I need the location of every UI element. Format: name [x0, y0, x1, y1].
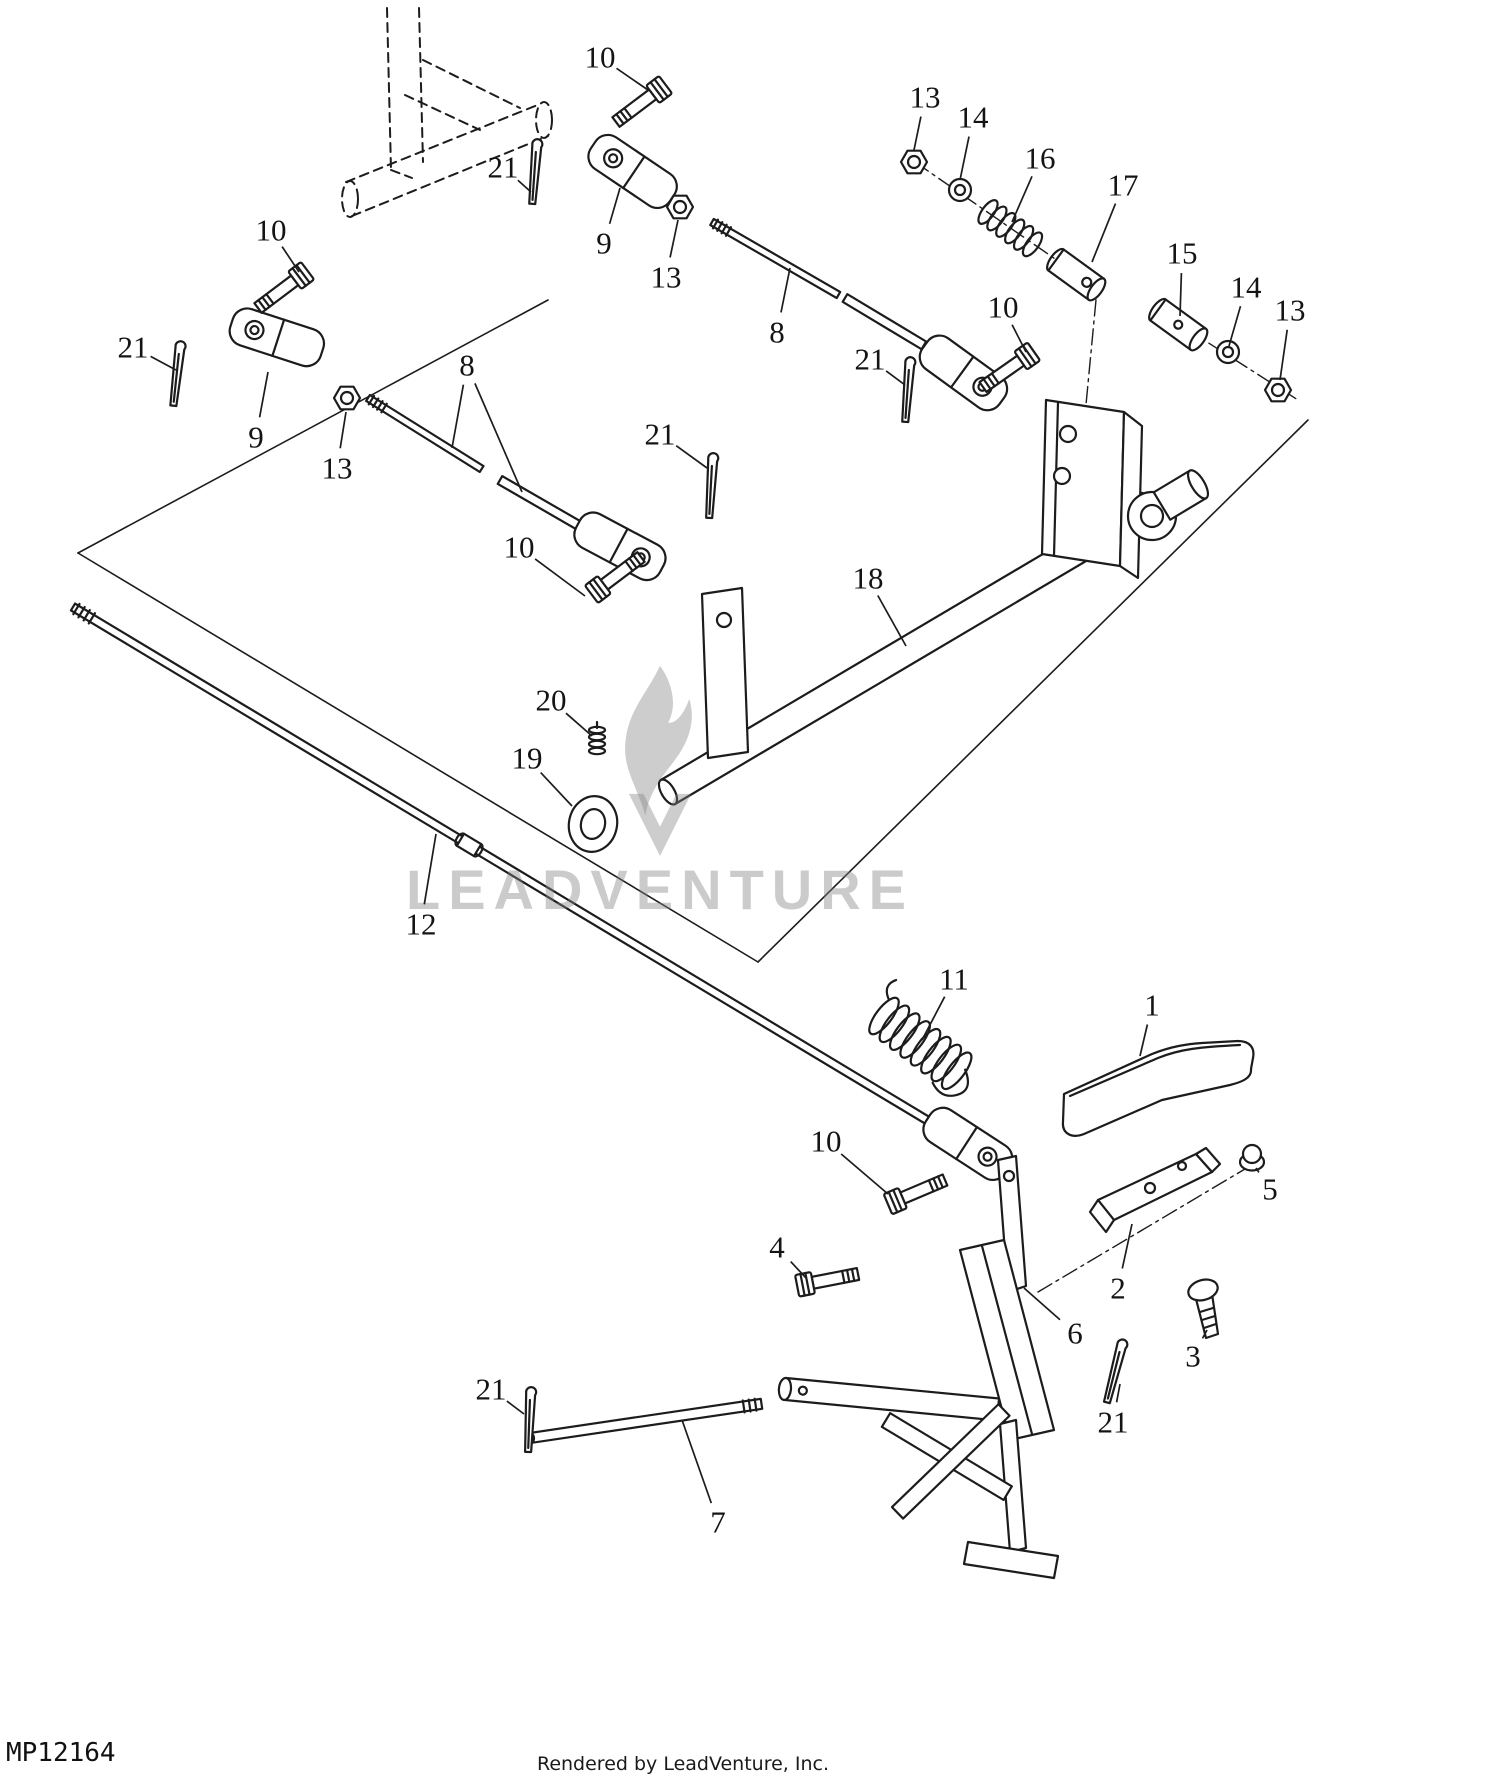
callout-label-21-1: 21: [487, 149, 519, 185]
callout-label-14-11: 14: [1230, 269, 1262, 305]
callout-label-16-6: 16: [1024, 140, 1056, 176]
callout-label-4-29: 4: [769, 1229, 785, 1265]
part-17-pivot-tube: [1042, 245, 1110, 305]
callout-label-17-7: 17: [1107, 167, 1139, 203]
callout-label-7-35: 7: [710, 1504, 726, 1540]
part-1-pedal-pad: [1061, 1039, 1255, 1137]
callout-label-10-9: 10: [987, 289, 1019, 325]
part-5-nut: [1238, 1143, 1266, 1172]
callout-label-10-0: 10: [584, 39, 616, 75]
part-6-pedal-frame: [777, 1154, 1060, 1580]
callout-label-8-17: 8: [459, 347, 475, 383]
callout-label-21-14: 21: [117, 329, 149, 365]
callout-label-19-23: 19: [511, 740, 543, 776]
callout-label-21-34: 21: [475, 1371, 507, 1407]
callout-label-21-19: 21: [854, 341, 886, 377]
callout-label-9-15: 9: [248, 419, 264, 455]
callout-label-10-20: 10: [503, 529, 535, 565]
shaft-collar: [1126, 469, 1210, 542]
part-2-pedal-bracket: [1088, 1146, 1222, 1234]
callout-label-5-28: 5: [1262, 1171, 1278, 1207]
part-19-eyelet: [567, 795, 619, 853]
part-16-spring: [977, 199, 1044, 258]
callout-label-15-10: 15: [1166, 235, 1198, 271]
callout-label-13-3: 13: [650, 259, 682, 295]
callout-label-12-24: 12: [405, 906, 437, 942]
part-18-lift-shaft: [657, 398, 1210, 806]
lift-arm-plate-small: [700, 586, 750, 760]
callout-label-1-26: 1: [1144, 987, 1160, 1023]
part-3-screw: [1187, 1278, 1220, 1340]
drawing-code: MP12164: [6, 1738, 116, 1768]
callout-label-9-2: 9: [596, 225, 612, 261]
lift-arm-plate-large: [1040, 398, 1144, 580]
part-15-spacer-tube: [1144, 295, 1212, 355]
callout-label-18-21: 18: [852, 560, 884, 596]
callout-label-3-32: 3: [1185, 1338, 1201, 1374]
frame-hidden-lines: [341, 7, 553, 218]
callout-label-14-5: 14: [957, 99, 989, 135]
callout-label-10-27: 10: [810, 1123, 842, 1159]
perspective-outline: [77, 299, 1309, 963]
part-11-spring: [868, 978, 973, 1097]
callout-label-13-12: 13: [1274, 292, 1306, 328]
callout-label-13-4: 13: [909, 79, 941, 115]
callout-label-11-25: 11: [939, 961, 969, 997]
callout-label-21-33: 21: [1097, 1404, 1129, 1440]
callout-label-13-16: 13: [321, 450, 353, 486]
render-credit: Rendered by LeadVenture, Inc.: [536, 1753, 830, 1775]
callout-label-6-31: 6: [1067, 1315, 1083, 1351]
callout-label-8-8: 8: [769, 314, 785, 350]
callout-label-20-22: 20: [535, 682, 567, 718]
callout-label-21-18: 21: [644, 416, 676, 452]
callout-label-2-30: 2: [1110, 1270, 1126, 1306]
callout-label-10-13: 10: [255, 212, 287, 248]
